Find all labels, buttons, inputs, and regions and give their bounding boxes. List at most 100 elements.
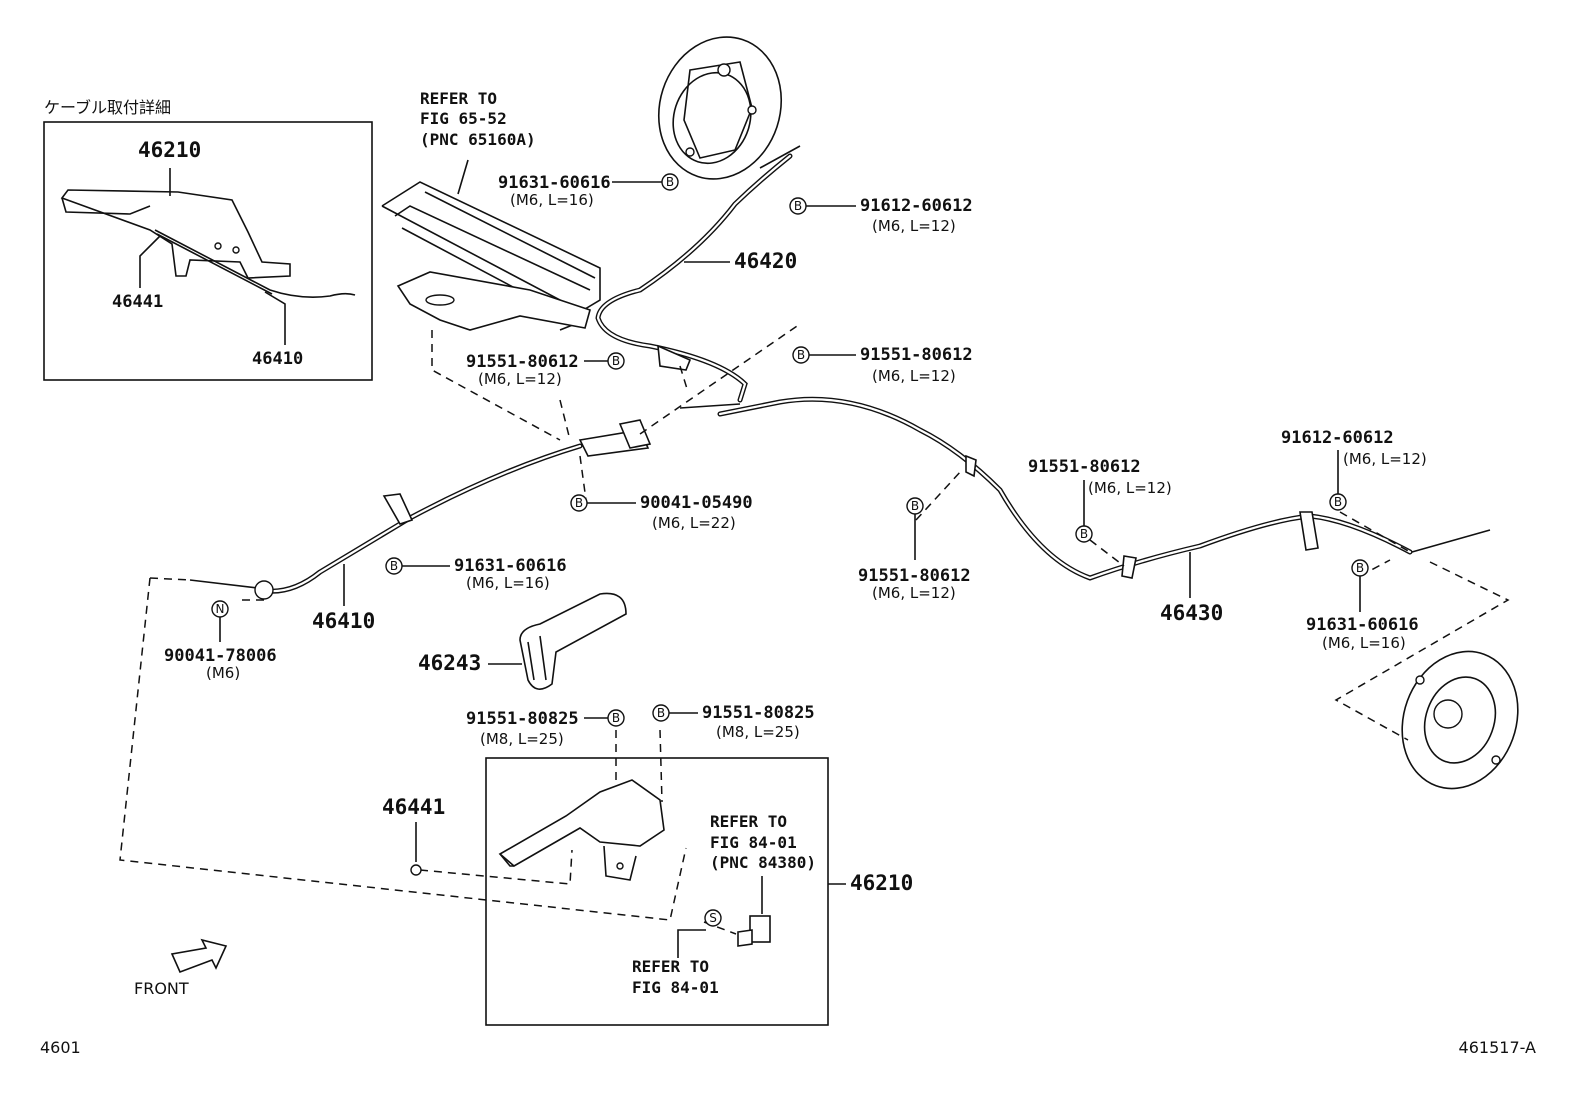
footer-right: 461517-A [1459, 1038, 1537, 1057]
detail-label-46210: 46210 [138, 138, 201, 162]
callout-91551-left: 91551-80612 (M6, L=12) B [466, 352, 625, 388]
callout-pn: 91631-60616 [1306, 615, 1419, 635]
bolt-mark-text: B [911, 499, 919, 513]
nut-mark-text: N [216, 602, 225, 616]
leader [677, 929, 706, 958]
label-46210: 46210 [850, 871, 913, 895]
switch-mark: S [704, 909, 722, 927]
bolt-mark-text: B [1080, 527, 1088, 541]
part-labels: 46420 46410 46430 46243 46441 46210 [312, 249, 1223, 895]
refer-mid-line1: REFER TO [710, 812, 787, 831]
callout-spec: (M6, L=16) [466, 574, 550, 592]
leader [264, 291, 286, 345]
callout-pn: 90041-78006 [164, 646, 277, 666]
front-label: FRONT [134, 979, 189, 998]
callout-pn: 91631-60616 [498, 173, 611, 193]
cable-46420 [595, 145, 801, 409]
detail-label-46410: 46410 [252, 349, 303, 369]
refer-low: REFER TO FIG 84-01 [632, 929, 719, 997]
refer-mid: REFER TO FIG 84-01 (PNC 84380) [710, 812, 816, 872]
callout-90041-78006: N 90041-78006 (M6) [164, 600, 277, 682]
detail-box-title: ケーブル取付詳細 [44, 98, 171, 117]
callout-spec: (M6, L=12) [1343, 450, 1427, 468]
callout-pn: 91551-80825 [466, 709, 579, 729]
callout-91551-center: B 91551-80612 (M6, L=12) [858, 497, 971, 602]
cable-46430 [717, 396, 1491, 581]
callout-spec: (M6, L=16) [1322, 634, 1406, 652]
callout-spec: (M6, L=12) [872, 367, 956, 385]
lever-assembly-box [485, 757, 829, 1026]
label-46243: 46243 [418, 651, 481, 675]
equalizer [578, 419, 652, 457]
callout-pn: 90041-05490 [640, 493, 753, 513]
detail-cable [154, 229, 356, 298]
refer-top-line3: (PNC 65160A) [420, 130, 536, 149]
switch-mark-circle [704, 909, 722, 927]
callout-91612-top: B 91612-60612 (M6, L=12) [789, 196, 973, 235]
callout-pn: 91612-60612 [860, 196, 973, 216]
bolt-mark-text: B [794, 199, 802, 213]
bolt-mark [661, 173, 679, 191]
detail-box-frame [43, 121, 373, 381]
bolt-mark-text: B [612, 354, 620, 368]
detail-rivet [232, 246, 240, 254]
callout-spec: (M6, L=22) [652, 514, 736, 532]
label-46420: 46420 [734, 249, 797, 273]
callout-91631-top: 91631-60616 (M6, L=16) B [498, 173, 679, 209]
label-46410: 46410 [312, 609, 375, 633]
footer-left: 4601 [40, 1038, 81, 1057]
nut-46441 [410, 822, 422, 876]
callout-spec: (M6, L=12) [478, 370, 562, 388]
bolt-mark-text: B [657, 706, 665, 720]
bolt-mark-text: B [390, 559, 398, 573]
bolt-mark-text: B [612, 711, 620, 725]
detail-label-46441: 46441 [112, 292, 163, 312]
bolt-mark [1329, 493, 1347, 511]
callout-pn: 91551-80825 [702, 703, 815, 723]
callout-spec: (M6, L=12) [872, 217, 956, 235]
bolt-mark [607, 352, 625, 370]
callout-pn: 91551-80612 [466, 352, 579, 372]
brake-plate-upper [657, 36, 783, 180]
label-46441: 46441 [382, 795, 445, 819]
console-clip [488, 592, 627, 690]
callout-91551-far: 91551-80612 (M6, L=12) B [1028, 457, 1172, 543]
detail-lever-grip [61, 197, 151, 215]
callout-91551-right: B 91551-80612 (M6, L=12) [792, 345, 973, 385]
brake-plate-lower [1401, 650, 1519, 790]
bolt-mark [1075, 525, 1093, 543]
switch-mark-text: S [709, 911, 717, 925]
callout-pn: 91551-80612 [1028, 457, 1141, 477]
callout-91551-80825-left: 91551-80825 (M8, L=25) B [466, 709, 625, 748]
detail-box: ケーブル取付詳細 46210 46441 46410 [43, 98, 373, 381]
callout-pn: 91551-80612 [858, 566, 971, 586]
callout-spec: (M8, L=25) [480, 730, 564, 748]
callout-91551-80825-right: B 91551-80825 (M8, L=25) [652, 703, 815, 741]
label-46430: 46430 [1160, 601, 1223, 625]
refer-mid-line3: (PNC 84380) [710, 853, 816, 872]
callout-pn: 91631-60616 [454, 556, 567, 576]
refer-low-line1: REFER TO [632, 957, 709, 976]
callout-pn: 91612-60612 [1281, 428, 1394, 448]
clip-46243 [519, 592, 627, 690]
detail-cable-2 [156, 233, 273, 295]
refer-low-line2: FIG 84-01 [632, 978, 719, 997]
front-indicator: FRONT [134, 938, 228, 998]
callout-90041-05490: B 90041-05490 (M6, L=22) [570, 493, 753, 532]
floor-crossmember [381, 181, 601, 331]
refer-top-line2: FIG 65-52 [420, 109, 507, 128]
callout-91631-right: B 91631-60616 (M6, L=16) [1306, 559, 1419, 652]
callout-spec: (M8, L=25) [716, 723, 800, 741]
callout-spec: (M6, L=12) [872, 584, 956, 602]
bolt-mark [607, 709, 625, 727]
floor-bracket [396, 271, 591, 331]
cable-46410 [189, 443, 583, 600]
parking-brake-lever [498, 779, 665, 867]
callout-91631-center: B 91631-60616 (M6, L=16) [385, 556, 567, 592]
refer-top: REFER TO FIG 65-52 (PNC 65160A) [420, 89, 536, 195]
lever-box-frame [485, 757, 829, 1026]
dashed-lines [119, 323, 1510, 935]
callout-91612-right: 91612-60612 (M6, L=12) B [1281, 428, 1427, 511]
